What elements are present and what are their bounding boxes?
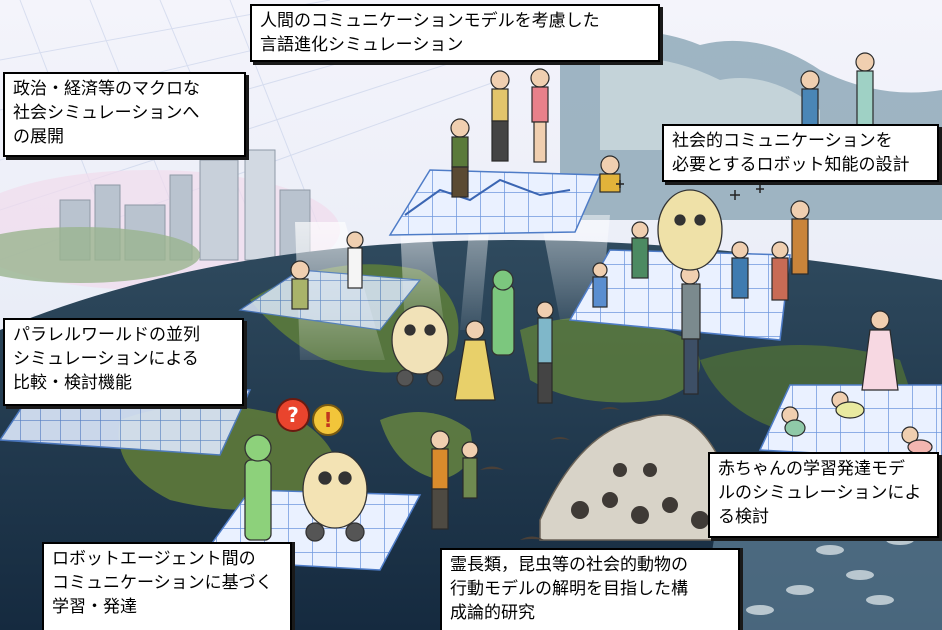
label-line: コミュニケーションに基づく [52,573,273,593]
exclamation-bubble: ! [312,404,344,436]
label-line: 成論的研究 [450,603,535,623]
label-line: 社会的コミュニケーションを [672,131,893,151]
label-parallel-world: パラレルワールドの並列 シミュレーションによる 比較・検討機能 [3,318,244,406]
label-line: 必要とするロボット知能の設計 [672,155,910,175]
label-line: 行動モデルの解明を目指した構 [450,579,688,599]
label-line: パラレルワールドの並列 [13,325,200,345]
label-line: 言語進化シミュレーション [260,35,464,55]
label-line: 霊長類，昆虫等の社会的動物の [450,555,688,575]
label-line: シミュレーションによる [13,349,199,369]
grid-platform-center [238,269,422,331]
label-robot-agent: ロボットエージェント間の コミュニケーションに基づく 学習・発達 [42,542,292,630]
question-bubble: ? [276,398,310,432]
label-line: 比較・検討機能 [13,373,132,393]
label-baby-learning: 赤ちゃんの学習発達モデ ルのシミュレーションによ る検討 [708,452,939,538]
label-language-evolution: 人間のコミュニケーションモデルを考慮した 言語進化シミュレーション [250,4,660,62]
label-robot-intelligence: 社会的コミュニケーションを 必要とするロボット知能の設計 [662,124,939,182]
label-line: ルのシミュレーションによ [718,483,922,503]
fish [746,535,914,615]
label-macro-society: 政治・経済等のマクロな 社会シミュレーションへ の展開 [3,72,246,157]
label-line: ロボットエージェント間の [52,549,256,569]
label-line: 赤ちゃんの学習発達モデ [718,459,905,479]
label-social-animals: 霊長類，昆虫等の社会的動物の 行動モデルの解明を目指した構 成論的研究 [440,548,740,630]
sparkles [616,180,764,200]
label-line: 社会シミュレーションへ [13,103,200,123]
label-line: の展開 [13,127,64,147]
label-line: 学習・発達 [52,597,137,617]
label-line: る検討 [718,507,769,527]
robots [244,189,723,542]
label-line: 人間のコミュニケーションモデルを考慮した [260,11,600,31]
green-hill [0,227,200,283]
label-line: 政治・経済等のマクロな [13,79,200,99]
people [290,52,933,530]
